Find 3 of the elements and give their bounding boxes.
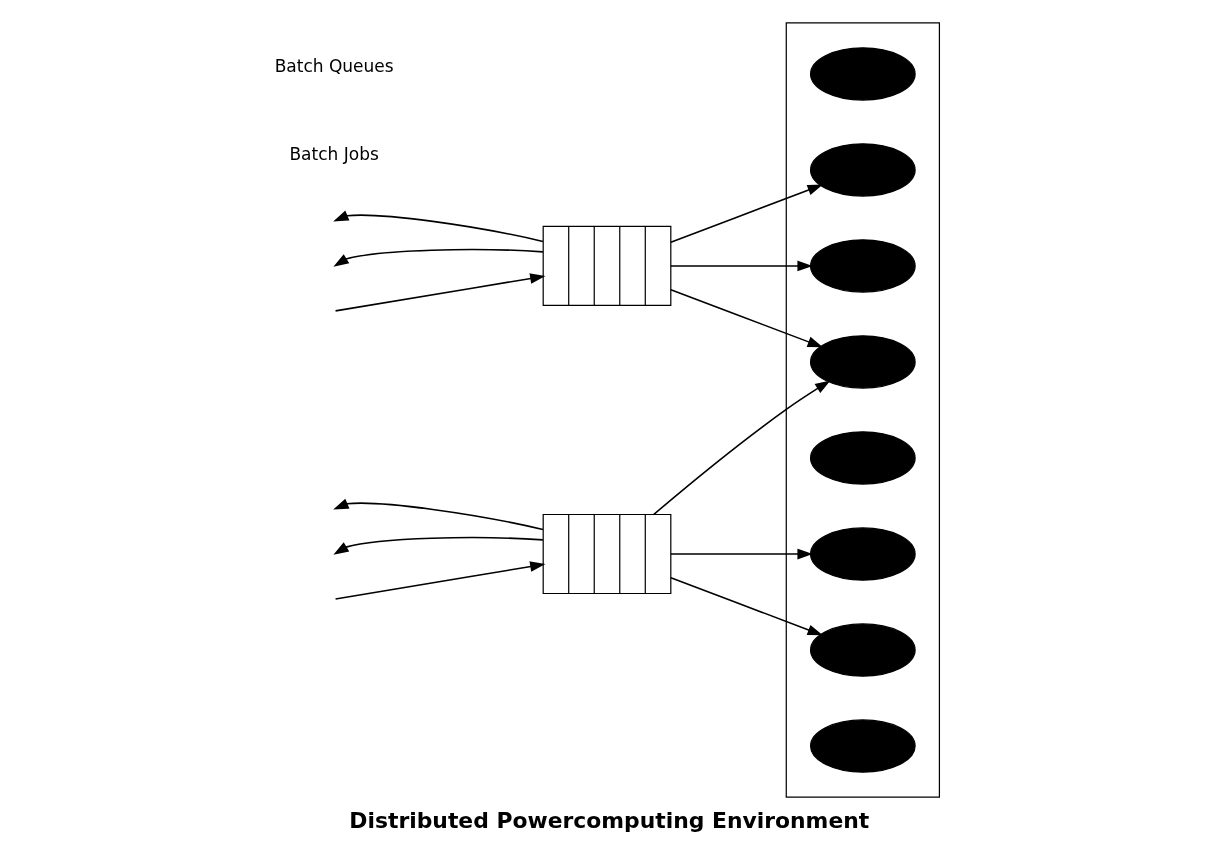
label: Batch Queues: [274, 56, 394, 77]
caption: Distributed Powercomputing Environment: [348, 807, 869, 833]
label: Batch Jobs: [288, 143, 379, 164]
